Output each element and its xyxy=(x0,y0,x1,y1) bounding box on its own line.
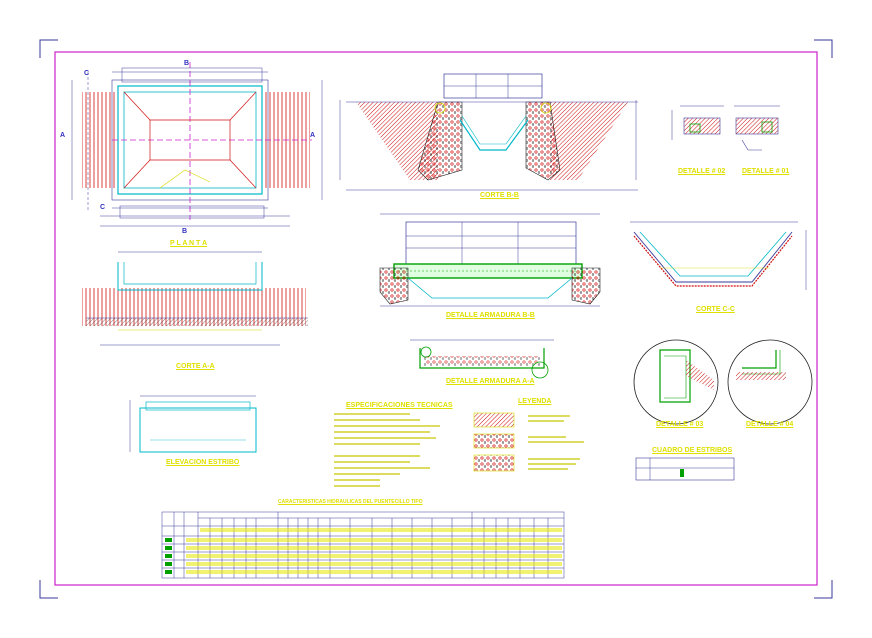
leyenda-symbols xyxy=(473,412,515,472)
section-marker-c-top: C xyxy=(84,70,90,77)
section-marker-b-top: B xyxy=(184,60,190,67)
detalle-armadura-bb-view xyxy=(379,213,601,307)
detalle-02-view xyxy=(671,105,724,140)
corte-aa-title: CORTE A-A xyxy=(176,363,215,370)
especificaciones-title: ESPECIFICACIONES TECNICAS xyxy=(346,402,453,409)
detalle-01-view xyxy=(734,105,780,151)
section-marker-a-left: A xyxy=(60,132,66,139)
detalle-01-title: DETALLE # 01 xyxy=(742,168,790,175)
corte-bb-view xyxy=(339,73,638,191)
sheet-corner-marks xyxy=(39,39,833,599)
corte-cc-view xyxy=(630,221,807,290)
detalle-03-title: DETALLE # 03 xyxy=(656,421,704,428)
elevacion-estribo-view xyxy=(129,395,257,453)
sheet-border xyxy=(54,51,818,586)
corte-cc-title: CORTE C-C xyxy=(696,306,735,313)
detalle-armadura-bb-title: DETALLE ARMADURA B-B xyxy=(446,312,535,319)
section-marker-c-bottom: C xyxy=(100,204,106,211)
section-marker-a-right: A xyxy=(310,132,316,139)
corte-aa-view xyxy=(82,251,308,346)
detalle-04-title: DETALLE # 04 xyxy=(746,421,794,428)
section-marker-b-bottom: B xyxy=(182,228,188,235)
planta-title: P L A N T A xyxy=(170,240,208,247)
caracteristicas-table-title: CARACTERISTICAS HIDRAULICAS DEL PUENTECI… xyxy=(278,499,423,505)
leyenda-title: LEYENDA xyxy=(518,398,552,405)
detalle-armadura-aa-view xyxy=(410,339,554,379)
corte-bb-title: CORTE B-B xyxy=(480,192,519,199)
table-row-markers xyxy=(165,538,172,574)
spec-text-lines xyxy=(334,413,584,487)
cuadro-estribos-table xyxy=(635,457,735,481)
detalle-02-title: DETALLE # 02 xyxy=(678,168,726,175)
detalle-armadura-aa-title: DETALLE ARMADURA A-A xyxy=(446,378,535,385)
detalle-03-view xyxy=(633,339,719,425)
elevacion-estribo-title: ELEVACION ESTRIBO xyxy=(166,459,240,466)
cuadro-estribos-title: CUADRO DE ESTRIBOS xyxy=(652,447,733,454)
caracteristicas-table xyxy=(161,511,565,579)
planta-view xyxy=(71,62,323,227)
detalle-04-view xyxy=(727,339,813,425)
table-cell-fill xyxy=(186,528,562,574)
